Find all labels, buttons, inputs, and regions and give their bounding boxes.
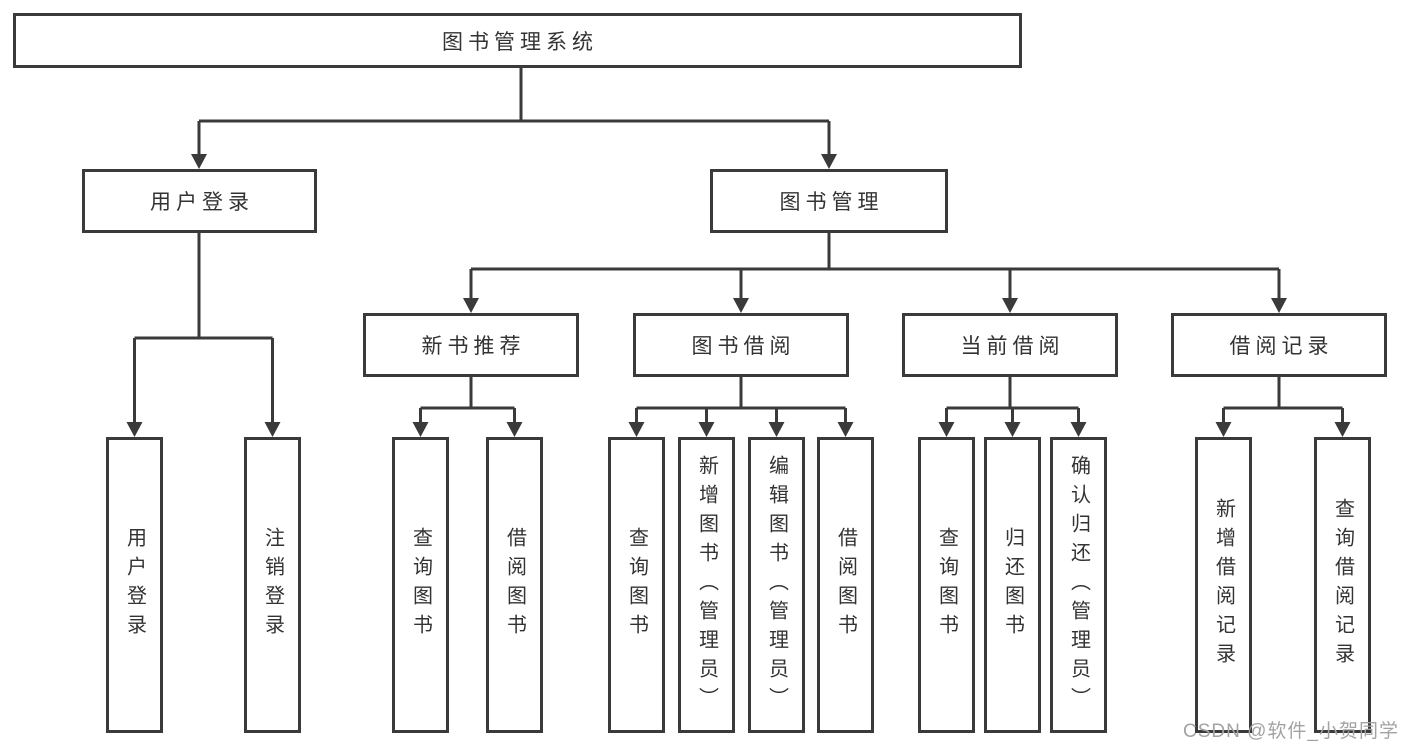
leaf-logout: 注销登录 bbox=[244, 437, 301, 733]
arrowhead-icon bbox=[506, 422, 523, 437]
arrowhead-icon bbox=[1070, 422, 1087, 437]
arrowhead-icon bbox=[1215, 422, 1232, 437]
leaf-current-confirm-return-admin-label: 确认归还（管理员） bbox=[1067, 454, 1090, 716]
leaf-user-login-label: 用户登录 bbox=[123, 527, 146, 643]
leaf-recommend-query-books: 查询图书 bbox=[392, 437, 449, 733]
arrowhead-icon bbox=[463, 298, 479, 313]
leaf-current-return-books-label: 归还图书 bbox=[1001, 527, 1024, 643]
leaf-borrow-add-books-admin-label: 新增图书（管理员） bbox=[695, 454, 718, 716]
node-user-login-label: 用户登录 bbox=[150, 191, 254, 214]
leaf-borrow-add-books-admin: 新增图书（管理员） bbox=[678, 437, 735, 733]
leaf-current-query-books: 查询图书 bbox=[918, 437, 975, 733]
arrowhead-icon bbox=[1002, 298, 1018, 313]
leaf-recommend-borrow-books: 借阅图书 bbox=[486, 437, 543, 733]
arrowheads bbox=[126, 154, 1351, 437]
leaf-current-return-books: 归还图书 bbox=[984, 437, 1041, 733]
node-borrow-records: 借阅记录 bbox=[1171, 313, 1387, 377]
leaf-borrow-query-books: 查询图书 bbox=[608, 437, 665, 733]
node-book-management-label: 图书管理 bbox=[779, 191, 884, 214]
arrowhead-icon bbox=[821, 154, 837, 169]
leaf-current-query-books-label: 查询图书 bbox=[935, 527, 958, 643]
leaf-borrow-borrow-books: 借阅图书 bbox=[817, 437, 874, 733]
leaf-records-query-record: 查询借阅记录 bbox=[1314, 437, 1371, 733]
arrowhead-icon bbox=[1334, 422, 1351, 437]
node-root: 图书管理系统 bbox=[13, 13, 1022, 68]
leaf-records-query-record-label: 查询借阅记录 bbox=[1331, 498, 1354, 672]
leaf-borrow-borrow-books-label: 借阅图书 bbox=[834, 527, 857, 643]
leaf-borrow-query-books-label: 查询图书 bbox=[625, 527, 648, 643]
arrowhead-icon bbox=[191, 154, 207, 169]
arrowhead-icon bbox=[126, 422, 143, 437]
node-new-book-recommend: 新书推荐 bbox=[363, 313, 579, 377]
node-user-login: 用户登录 bbox=[82, 169, 317, 233]
arrowhead-icon bbox=[628, 422, 645, 437]
leaf-recommend-borrow-books-label: 借阅图书 bbox=[503, 527, 526, 643]
connector-paths bbox=[133, 68, 1344, 424]
leaf-borrow-edit-books-admin: 编辑图书（管理员） bbox=[748, 437, 805, 733]
arrowhead-icon bbox=[1271, 298, 1287, 313]
arrowhead-icon bbox=[938, 422, 955, 437]
arrowhead-icon bbox=[768, 422, 785, 437]
arrowhead-icon bbox=[698, 422, 715, 437]
node-book-borrow: 图书借阅 bbox=[633, 313, 849, 377]
leaf-current-confirm-return-admin: 确认归还（管理员） bbox=[1050, 437, 1107, 733]
leaf-user-login: 用户登录 bbox=[106, 437, 163, 733]
arrowhead-icon bbox=[1004, 422, 1021, 437]
node-book-borrow-label: 图书借阅 bbox=[691, 335, 796, 358]
node-root-label: 图书管理系统 bbox=[442, 30, 598, 54]
leaf-borrow-edit-books-admin-label: 编辑图书（管理员） bbox=[765, 454, 788, 716]
leaf-recommend-query-books-label: 查询图书 bbox=[409, 527, 432, 643]
node-book-management: 图书管理 bbox=[710, 169, 948, 233]
arrowhead-icon bbox=[837, 422, 854, 437]
arrowhead-icon bbox=[733, 298, 749, 313]
node-new-book-recommend-label: 新书推荐 bbox=[421, 335, 526, 358]
node-current-borrow-label: 当前借阅 bbox=[960, 335, 1065, 358]
node-borrow-records-label: 借阅记录 bbox=[1229, 335, 1334, 358]
leaf-records-add-record-label: 新增借阅记录 bbox=[1212, 498, 1235, 672]
leaf-records-add-record: 新增借阅记录 bbox=[1195, 437, 1252, 733]
leaf-logout-label: 注销登录 bbox=[261, 527, 284, 643]
node-current-borrow: 当前借阅 bbox=[902, 313, 1118, 377]
arrowhead-icon bbox=[412, 422, 429, 437]
arrowhead-icon bbox=[264, 422, 281, 437]
csdn-watermark: CSDN @软件_小贺同学 bbox=[1183, 721, 1399, 742]
